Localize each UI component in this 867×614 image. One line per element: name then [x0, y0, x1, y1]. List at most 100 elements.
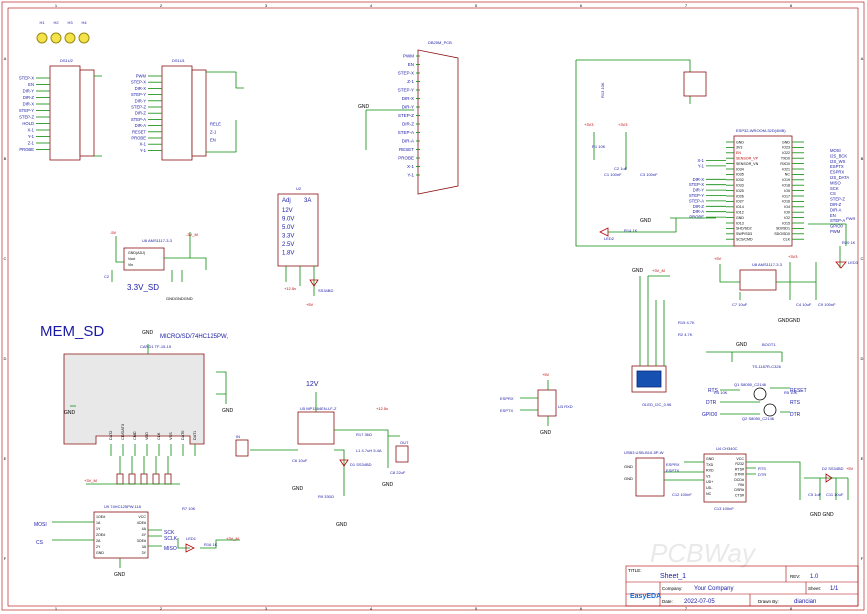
esp32-left-net: STEP-A [689, 198, 704, 203]
u4-left-pin: RXD [706, 469, 714, 473]
title-block: TITLE: Sheet_1 REV: 1.0 Company: Your Co… [625, 565, 859, 607]
esp32-left-net: STEP-Y [689, 193, 704, 198]
sd-pull-resistors [116, 456, 172, 485]
buck-gnd3: GND [382, 482, 394, 488]
c9-label: C9 100nF [818, 302, 836, 307]
esp32-left-pin: IO34 [736, 167, 744, 171]
u2-voltage-row: 12V [282, 208, 293, 214]
sd-pin-label: CLK [157, 432, 161, 440]
esp32-left-pin: EN [736, 151, 741, 155]
drv2-pin-label: Z-1 [28, 141, 35, 146]
oled-display: OLED_I2C_0.96 GND +3V_M R15 4.7K R2 4.7K [631, 268, 695, 407]
esp32-right-pin: IO23 [782, 146, 790, 150]
drv2-pin-label: STEP-Z [19, 115, 34, 120]
esp32-left-net: STEP-X [689, 182, 704, 187]
oled-gnd: GND [632, 268, 644, 274]
drv1-pin-label: DIR-Z [135, 111, 147, 116]
drv1-pin-label: PWM [136, 74, 147, 79]
db25-gnd: GND [358, 104, 370, 110]
r1-label: R1 10K [592, 144, 606, 149]
mounting-hole-icon [78, 32, 90, 44]
company-value: Your Company [694, 586, 733, 592]
u2-amp: 3A [304, 198, 311, 204]
esp32-module: ESP32-WROOM-32D(4MB) U1 GND3V3ENSENSOR_V… [575, 59, 859, 269]
db25-connector: DB25M_PCB PWMENSTEP-XZ-1STEP-YDIR-XDIR-Y… [358, 40, 459, 195]
sd-pin-label: CMD [133, 431, 137, 440]
u4-right-pin: RTS# [735, 467, 744, 471]
drv2-pin-label: STEP-Y [19, 108, 34, 113]
u9-left-pin: 1OE# [96, 515, 105, 519]
u8-vin: +5V [714, 256, 722, 261]
c3-label: C3 100nF [640, 172, 658, 177]
u4-right-pin: DCD# [734, 478, 744, 482]
esp32-right-net: DIR-Z [830, 202, 842, 207]
sd-pin-label: DAT2 [109, 431, 113, 440]
u3-label: U3 RXD [558, 404, 573, 409]
c4-label: C4 10uF [796, 302, 812, 307]
c1-label: C1 100nF [604, 172, 622, 177]
company-label: Company: [662, 586, 683, 591]
esp-3v3-b: +3V3 [618, 122, 628, 127]
buck-out: +12.5v [376, 406, 388, 411]
net-mosi: MOSI [34, 522, 47, 528]
drv2-pin-label: DIR-Z [23, 95, 35, 100]
esp32-right-net: EN [830, 213, 836, 218]
esp32-right-pin: CLK [783, 238, 791, 242]
led2-label: LED2 [604, 236, 615, 241]
buck-gnd: GND [336, 522, 348, 528]
c2b-label: C2 1uF [614, 166, 628, 171]
usb-gnd2: GND [624, 476, 633, 481]
esp32-right-pin: IO18 [782, 184, 790, 188]
ts-label: TS-1187R-C326 [752, 364, 782, 369]
out-label: OUT [400, 440, 409, 445]
esp32-right-pins: GNDIO23IO22TXD0RXD0IO21NCIO19IO18IO5IO17… [774, 140, 804, 242]
hole-label: H4 [81, 20, 87, 25]
esp32-left-net: DIR-X [693, 177, 705, 182]
u4-esprx: ESPRX [666, 462, 680, 467]
in-label: IN [236, 434, 240, 439]
border-col-bottom: 4 [370, 606, 373, 611]
u9-gnd: GND [114, 572, 126, 578]
u6-pin: Vout [128, 257, 135, 261]
sd-pin-label: DAT0 [181, 431, 185, 440]
q2-label: Q2 S8050_C2146 [742, 416, 775, 421]
esp32-right-pin: IO5 [784, 189, 790, 193]
led1-label: LED1 [186, 536, 197, 541]
db25-pin-label: EN [408, 62, 414, 67]
u6-label: U6 AMS1117-3.3 [142, 238, 173, 243]
u6-pin: GND(ADJ) [128, 251, 145, 255]
usb-serial: USB3 USB-B10-5P-W GND GND U4 CH340C GNDT… [624, 446, 854, 518]
esp32-right-net: PWM [830, 229, 841, 234]
u4-left-pin: TXD [706, 463, 714, 467]
esp32-right-net: DIR-A [830, 207, 842, 212]
esp32-right-net: I2S_WS [830, 159, 846, 164]
esp32-right-pin: IO21 [782, 167, 790, 171]
sd-pin-label: VSS [169, 432, 173, 440]
u2-voltage-row: 1.8V [282, 251, 294, 257]
card-label: CARD1 TF-15-15 [140, 344, 172, 349]
drv2-pin-label: Y-1 [28, 134, 35, 139]
r4-label: R4 10K [714, 390, 728, 395]
drv1-pin-label: PROBE [131, 136, 146, 141]
esp32-left-pin: IO32 [736, 178, 744, 182]
border-row-left: A [4, 56, 7, 61]
r9-label: R9 330Ω [318, 494, 334, 499]
sd-gnd-top: GND [142, 330, 154, 336]
u2-voltage-row: 2.5V [282, 242, 294, 248]
hole-label: H1 [39, 20, 45, 25]
r15-label: R15 4.7K [678, 320, 695, 325]
esp32-left-pin: IO26 [736, 194, 744, 198]
esp32-left-pin: GND [736, 216, 744, 220]
boot-label: BOOT1 [762, 342, 776, 347]
esp32-left-pin: IO27 [736, 200, 744, 204]
c7-label: C7 10uF [732, 302, 748, 307]
drv1-right-label: Z-1 [210, 130, 217, 135]
r20-label: R20 1K [842, 240, 856, 245]
sd-pin-label: DAT1 [193, 431, 197, 440]
q1-label: Q1 S8050_C2146 [734, 382, 767, 387]
